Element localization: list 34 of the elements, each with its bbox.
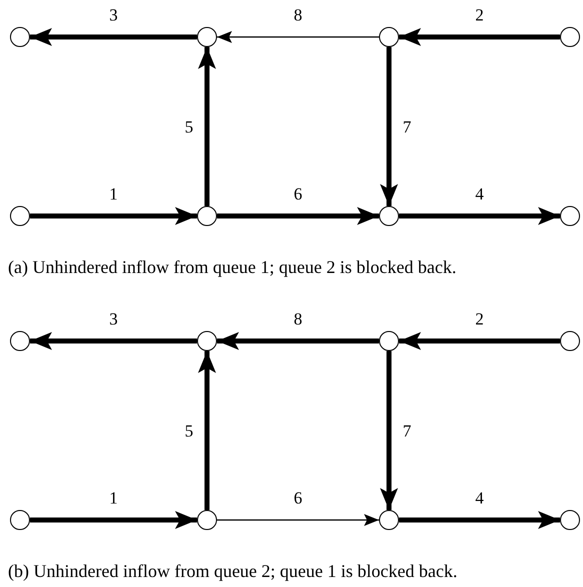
arrow — [399, 28, 560, 46]
edge-label: 3 — [109, 310, 118, 328]
arrow — [217, 207, 379, 225]
edge-label: 7 — [402, 422, 412, 439]
edge-label: 3 — [109, 6, 118, 24]
arrow — [380, 351, 398, 510]
edge-label: 6 — [294, 186, 302, 202]
arrow — [198, 47, 216, 206]
arrow — [30, 332, 197, 350]
edge-label: 6 — [294, 490, 302, 506]
arrow — [399, 332, 560, 350]
caption: (a) Unhindered inflow from queue 1; queue 2 is blocked back. — [8, 256, 456, 278]
arrow — [399, 207, 560, 225]
arrow — [198, 351, 216, 510]
edge-label: 4 — [475, 186, 484, 202]
edge-label: 5 — [184, 118, 194, 135]
arrow — [30, 28, 197, 46]
edge-label: 1 — [109, 186, 118, 202]
arrow — [217, 31, 379, 43]
arrow — [30, 207, 197, 225]
edge-label: 8 — [294, 6, 302, 24]
edge-label: 8 — [294, 310, 302, 328]
arrow — [380, 47, 398, 206]
arrow — [217, 332, 379, 350]
caption: (b) Unhindered inflow from queue 2; queue 1 is blocked back. — [8, 560, 458, 582]
edge-label: 2 — [475, 310, 484, 328]
edge-label: 7 — [402, 118, 412, 135]
edge-label: 1 — [109, 490, 118, 506]
arrow — [217, 514, 379, 526]
edge-label: 5 — [184, 422, 194, 439]
edge-label: 2 — [475, 6, 484, 24]
edge-label: 4 — [475, 490, 484, 506]
arrow — [30, 511, 197, 529]
arrow — [399, 511, 560, 529]
